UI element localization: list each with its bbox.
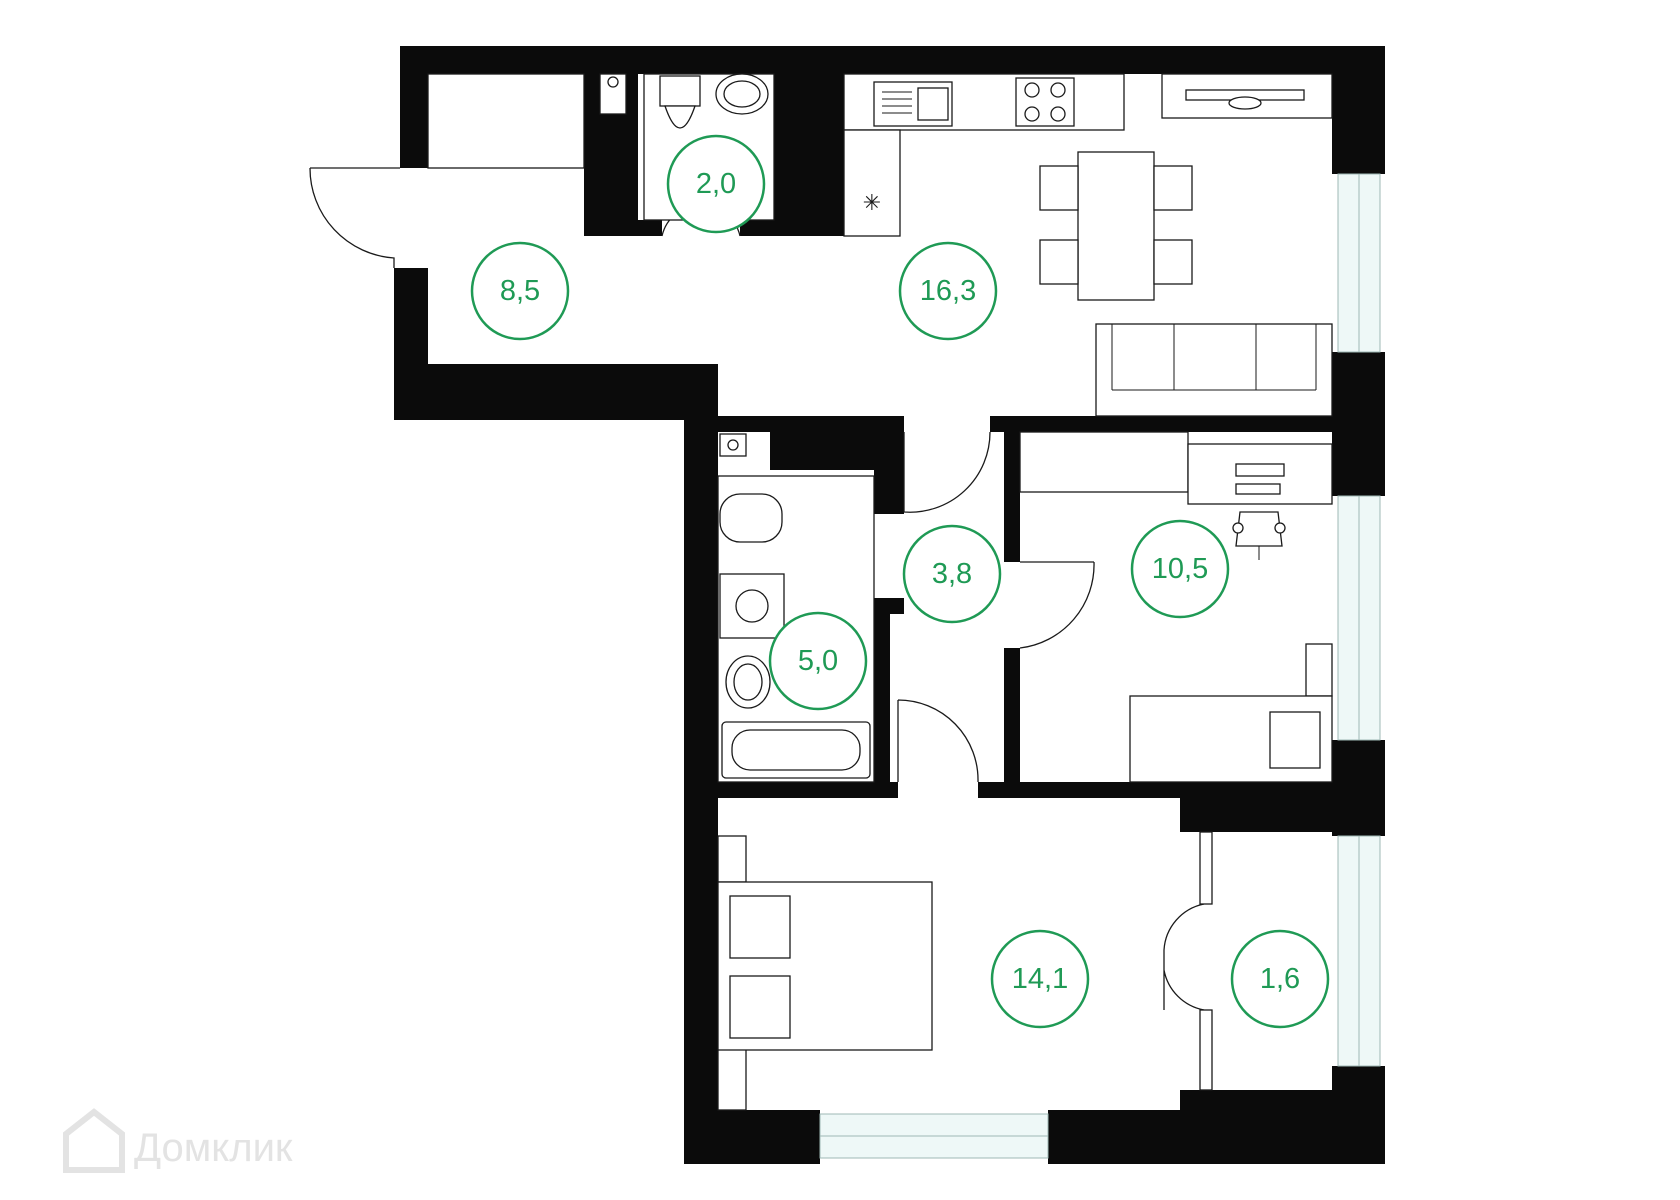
sofa [1095,323,1333,417]
main-bedroom-door [897,699,979,783]
area-label-hallway: 8,5 [470,241,570,341]
nightstand [1305,643,1333,697]
hallway-closet [427,73,585,169]
pillow [729,975,791,1039]
small-bedroom-wardrobe [1019,431,1189,493]
office-chair-icon [1235,511,1283,547]
balcony-partition-bottom [1199,1009,1213,1091]
pillow [729,895,791,959]
walls [394,46,1385,1164]
area-value: 10,5 [1152,553,1208,585]
area-label-wc: 2,0 [666,134,766,234]
fridge-icon: ✳ [863,191,881,216]
pillow [1269,711,1321,769]
area-label-kitchen-living: 16,3 [898,241,998,341]
balcony-partition-top [1199,831,1213,905]
small-bedroom-door [1019,561,1095,649]
doors [309,167,1213,1091]
area-label-corridor: 3,8 [902,524,1002,624]
area-value: 5,0 [798,645,838,677]
windows [819,173,1381,1159]
watermark: Домклик [63,1108,293,1173]
watermark-text: Домклик [134,1126,293,1170]
balcony-door [1163,903,1205,1011]
area-label-balcony: 1,6 [1230,929,1330,1029]
main-bedroom-shelf-top [717,835,747,883]
chair [1039,165,1079,211]
main-bedroom-shelf-bottom [717,1047,747,1111]
area-labels: 8,5 2,0 16,3 3,8 5,0 10,5 14,1 1,6 [470,134,1330,1029]
area-value: 8,5 [500,275,540,307]
area-value: 3,8 [932,558,972,590]
area-label-small-bedroom: 10,5 [1130,519,1230,619]
house-logo-icon [63,1108,125,1173]
toilet-icon [664,105,696,129]
stove-icon [1015,77,1075,127]
corridor-door-top [903,431,991,513]
area-value: 14,1 [1012,963,1068,995]
area-label-bathroom: 5,0 [768,611,868,711]
area-label-main-bedroom: 14,1 [990,929,1090,1029]
bath-toilet-icon [719,493,783,543]
chair [1153,165,1193,211]
toilet-tank [659,75,701,107]
area-value: 2,0 [696,168,736,200]
chair [1153,239,1193,285]
furniture: ✳ [427,73,1333,1111]
area-value: 1,6 [1260,963,1300,995]
monitor-icon [1235,463,1285,477]
area-value: 16,3 [920,275,976,307]
chair [1039,239,1079,285]
dining-table [1077,151,1155,301]
entrance-door [309,167,400,268]
